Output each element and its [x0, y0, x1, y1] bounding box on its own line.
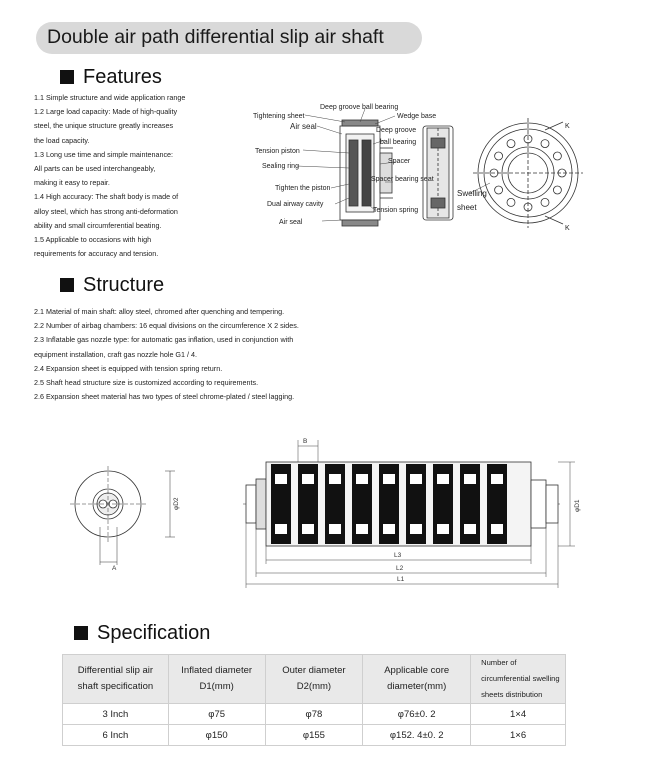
structure-list: 2.1 Material of main shaft: alloy steel,… — [34, 305, 354, 404]
label-spacer: Spacer — [388, 158, 411, 165]
table-row: 3 Inch φ75 φ78 φ76±0. 2 1×4 — [62, 703, 566, 725]
features-line: steel, the unique structure greatly incr… — [34, 121, 174, 131]
header-line: diameter(mm) — [387, 681, 447, 692]
label-k-bottom: K — [565, 225, 570, 232]
label-tension-piston: Tension piston — [255, 148, 300, 155]
header-line: Number of — [481, 658, 517, 667]
features-line: making it easy to repair. — [34, 178, 110, 188]
label-tension-spring: Tension spring — [373, 207, 418, 214]
shaft-side-view — [243, 461, 560, 547]
dimension-lines — [245, 440, 575, 588]
header-line: shaft specification — [77, 681, 154, 692]
features-line: 1.4 High accuracy: The shaft body is mad… — [34, 192, 179, 202]
table-cell: φ75 — [167, 703, 266, 725]
structure-line: equipment installation, craft gas nozzle… — [34, 349, 198, 359]
table-cell: φ150 — [167, 724, 266, 746]
square-bullet-icon — [60, 70, 74, 84]
header-line: D1(mm) — [199, 681, 234, 692]
label-air-seal-top: Air seal — [290, 122, 317, 131]
features-line: All parts can be used interchangeably, — [34, 164, 156, 174]
dim-l2: L2 — [396, 565, 404, 572]
structure-line: 2.4 Expansion sheet is equipped with ten… — [34, 363, 223, 373]
table-cell: 3 Inch — [62, 703, 169, 725]
features-line: 1.2 Large load capacity: Made of high-qu… — [34, 107, 178, 117]
dim-d2: φD2 — [173, 497, 180, 510]
structure-line: 2.5 Shaft head structure size is customi… — [34, 378, 259, 388]
dim-l1: L1 — [397, 576, 405, 583]
end-view-small — [70, 466, 175, 565]
dim-b: B — [303, 438, 307, 445]
label-deep-groove: Deep groove — [376, 127, 416, 134]
table-cell: φ155 — [264, 724, 364, 746]
dim-d1: φD1 — [574, 499, 581, 512]
features-heading: Features — [60, 66, 162, 89]
label-swelling: Swelling — [457, 189, 487, 198]
label-tightening-sheet: Tightening sheet — [253, 113, 305, 120]
square-bullet-icon — [74, 626, 88, 640]
label-dual-airway-cavity: Dual airway cavity — [267, 201, 324, 208]
header-line: sheets distribution — [481, 690, 543, 699]
specification-heading: Specification — [74, 622, 210, 645]
header-line: Outer diameter — [282, 665, 346, 676]
structure-line: 2.6 Expansion sheet material has two typ… — [34, 392, 295, 402]
table-cell: φ78 — [264, 703, 364, 725]
specification-heading-text: Specification — [97, 622, 211, 644]
title-banner: Double air path differential slip air sh… — [36, 22, 422, 54]
structure-line: 2.2 Number of airbag chambers: 16 equal … — [34, 321, 299, 331]
technical-drawing: φD2 A — [70, 438, 581, 588]
page-title: Double air path differential slip air sh… — [47, 26, 384, 48]
table-cell: φ76±0. 2 — [362, 703, 472, 725]
leader-lines — [296, 108, 491, 222]
table-header-row: Differential slip air shaft specificatio… — [62, 654, 566, 704]
label-ball-bearing: ball bearing — [380, 139, 416, 146]
features-line: ability and small circumferential beatin… — [34, 220, 162, 230]
features-line: alloy steel, which has strong anti-defor… — [34, 206, 178, 216]
features-line: 1.1 Simple structure and wide applicatio… — [34, 93, 186, 102]
table-header-cell: Differential slip air shaft specificatio… — [62, 654, 169, 704]
label-air-seal-bottom: Air seal — [279, 219, 303, 226]
dim-a: A — [112, 565, 117, 572]
header-line: Applicable core — [384, 665, 450, 676]
header-line: Differential slip air — [77, 665, 154, 676]
specification-table: Differential slip air shaft specificatio… — [62, 654, 566, 746]
structure-heading-text: Structure — [83, 274, 165, 296]
label-wedge-base: Wedge base — [397, 113, 436, 120]
table-cell: 6 Inch — [62, 724, 169, 746]
table-row: 6 Inch φ150 φ155 φ152. 4±0. 2 1×6 — [62, 724, 566, 746]
table-cell: 1×6 — [470, 724, 566, 746]
features-line: 1.5 Applicable to occasions with high — [34, 235, 152, 245]
header-line: D2(mm) — [296, 681, 332, 692]
table-header-cell: Number of circumferential swelling sheet… — [470, 654, 566, 704]
label-tighten-the-piston: Tighten the piston — [275, 185, 330, 192]
structure-line: 2.3 Inflatable gas nozzle type: for auto… — [34, 335, 294, 345]
cross-section-diagram: Deep groove ball bearing Tightening shee… — [253, 104, 583, 232]
table-header-cell: Applicable core diameter(mm) — [362, 654, 472, 704]
label-deep-groove-ball-bearing: Deep groove ball bearing — [320, 104, 398, 111]
header-line: circumferential swelling — [481, 674, 560, 683]
features-line: the load capacity. — [34, 135, 90, 145]
table-cell: φ152. 4±0. 2 — [362, 724, 472, 746]
end-view — [473, 118, 583, 228]
side-profile — [422, 125, 454, 221]
header-line: Inflated diameter — [181, 665, 253, 676]
features-heading-text: Features — [83, 66, 162, 88]
label-spacer-bearing-seat: Spacer bearing seat — [371, 176, 434, 183]
table-cell: 1×4 — [470, 703, 566, 725]
features-line: requirements for accuracy and tension. — [34, 249, 159, 259]
label-k-top: K — [565, 123, 570, 130]
label-sheet: sheet — [457, 203, 477, 212]
structure-heading: Structure — [60, 274, 164, 297]
table-header-cell: Inflated diameter D1(mm) — [167, 654, 266, 704]
dim-l3: L3 — [394, 552, 402, 559]
section-body — [339, 119, 393, 227]
structure-line: 2.1 Material of main shaft: alloy steel,… — [34, 307, 285, 316]
features-list: 1.1 Simple structure and wide applicatio… — [34, 91, 229, 261]
label-sealing-ring: Sealing ring — [262, 163, 299, 170]
table-header-cell: Outer diameter D2(mm) — [264, 654, 364, 704]
features-line: 1.3 Long use time and simple maintenance… — [34, 149, 174, 159]
square-bullet-icon — [60, 278, 74, 292]
